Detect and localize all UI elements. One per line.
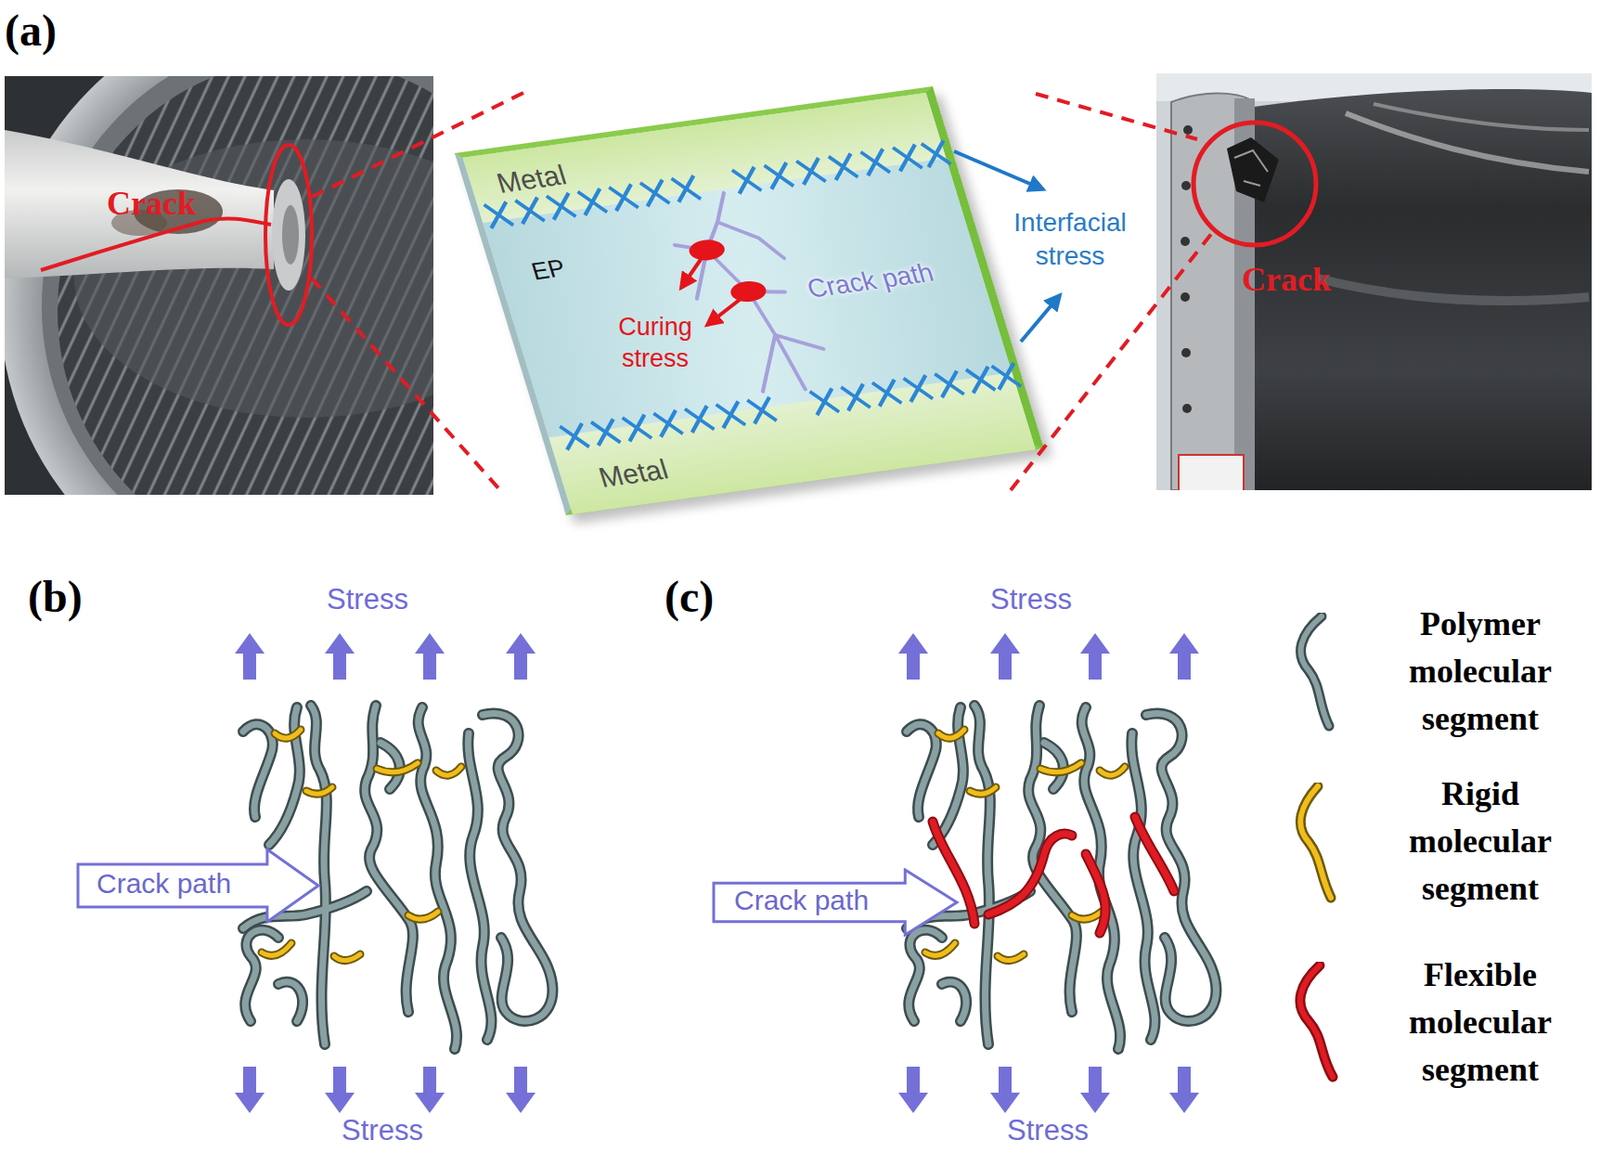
- stress-label: Stress: [311, 582, 424, 617]
- svg-use: [990, 632, 1020, 680]
- svg-use: [324, 1066, 355, 1113]
- sample-line: [1300, 786, 1331, 898]
- svg-use: [906, 705, 1216, 1049]
- svg-rect: [1156, 73, 1592, 491]
- metal-band: Metal: [463, 92, 947, 223]
- svg-use: [505, 1066, 536, 1113]
- svg-use: [925, 729, 1125, 961]
- svg-path: [1226, 137, 1279, 203]
- svg-path: [1234, 89, 1592, 491]
- legend-sample: [1280, 961, 1346, 1083]
- svg-path: [4, 129, 274, 279]
- crack-label: Crack: [106, 183, 228, 223]
- svg-circle: [1180, 236, 1190, 246]
- svg-path: [1317, 278, 1589, 301]
- node-label: Metal: [594, 453, 672, 494]
- svg-circle: [1181, 348, 1191, 358]
- panel-label: (c): [664, 570, 758, 622]
- svg-circle: [1181, 180, 1191, 191]
- svg-use: [234, 1066, 265, 1113]
- panel-label: (b): [27, 570, 121, 622]
- stress-label: Stress: [975, 582, 1087, 617]
- node-label: Crack path: [734, 884, 869, 917]
- crack-path-arrow: Crack path: [76, 847, 322, 924]
- node-label: Crack path: [96, 867, 232, 900]
- legend-sample: [1280, 782, 1346, 904]
- node-label: Metal: [492, 158, 570, 199]
- svg-circle: [1182, 403, 1192, 413]
- svg-circle: [1180, 292, 1190, 302]
- svg-use: [234, 632, 265, 680]
- svg-ellipse: [282, 205, 299, 265]
- node-label: EP: [528, 253, 569, 286]
- sample-line: [1300, 965, 1333, 1077]
- svg-use: [898, 1066, 929, 1113]
- legend-entry: Flexible molecular segment: [1280, 951, 1597, 1100]
- svg-use: [505, 632, 536, 680]
- panel-label: (a): [4, 4, 98, 56]
- svg-rect: [1178, 454, 1244, 491]
- svg-use: [414, 1066, 445, 1113]
- legend-label: Polymer molecular segment: [1368, 600, 1592, 743]
- svg-use: [261, 729, 462, 961]
- svg-use: [925, 729, 1125, 961]
- sample-line: [1301, 616, 1330, 726]
- svg-circle: [1193, 122, 1317, 246]
- arrow-shape: [77, 849, 319, 922]
- stress-label: Interfacial stress: [991, 206, 1149, 274]
- pipe-photo: [1156, 73, 1592, 491]
- stress-label: Curing stress: [590, 311, 721, 375]
- svg-use: [906, 705, 1216, 1049]
- svg-use: [932, 816, 1175, 933]
- svg-ellipse: [265, 144, 312, 325]
- stress-label: Stress: [992, 1113, 1104, 1148]
- legend-entry: Polymer molecular segment: [1280, 600, 1597, 749]
- legend-sample: [1280, 612, 1346, 734]
- sample-outline: [1300, 786, 1331, 898]
- svg-use: [324, 632, 355, 680]
- legend-entry: Rigid molecular segment: [1280, 770, 1597, 919]
- svg-path: [1234, 150, 1268, 186]
- svg-ellipse: [57, 76, 434, 495]
- svg-use: [898, 632, 929, 680]
- svg-ellipse: [41, 76, 434, 495]
- crack-path-arrow: Crack path: [711, 867, 960, 937]
- engine-photo: [4, 76, 434, 495]
- svg-use: [414, 632, 445, 680]
- sample-outline: [1301, 616, 1330, 726]
- svg-path: [1373, 103, 1589, 130]
- svg-ellipse: [4, 76, 434, 495]
- stress-label: Stress: [326, 1113, 439, 1148]
- svg-circle: [1183, 125, 1193, 135]
- sample-outline: [1300, 965, 1333, 1077]
- svg-path: [311, 278, 501, 491]
- svg-use: [1080, 632, 1110, 680]
- ep-layer: EPMetalMetalCrack path: [454, 86, 1045, 516]
- svg-use: [932, 816, 1175, 933]
- svg-use: [1169, 632, 1200, 680]
- svg-use: [1169, 1066, 1200, 1113]
- arrow-shape: [713, 869, 957, 935]
- svg-use: [1080, 1066, 1110, 1113]
- crack-path-label: Crack path: [803, 253, 969, 305]
- legend-label: Flexible molecular segment: [1368, 951, 1592, 1094]
- svg-path: [954, 151, 1044, 190]
- svg-path: [1035, 93, 1198, 140]
- stress-arrows: [234, 632, 1200, 1113]
- crack-label: Crack: [1241, 259, 1363, 299]
- svg-path: [1020, 295, 1060, 342]
- metal-band: Metal: [548, 372, 1035, 515]
- legend-label: Rigid molecular segment: [1368, 770, 1592, 913]
- toughened-network: [906, 705, 1216, 1049]
- svg-path: [40, 218, 271, 271]
- svg-use: [990, 1066, 1020, 1113]
- svg-ellipse: [271, 179, 306, 291]
- svg-use: [261, 729, 462, 961]
